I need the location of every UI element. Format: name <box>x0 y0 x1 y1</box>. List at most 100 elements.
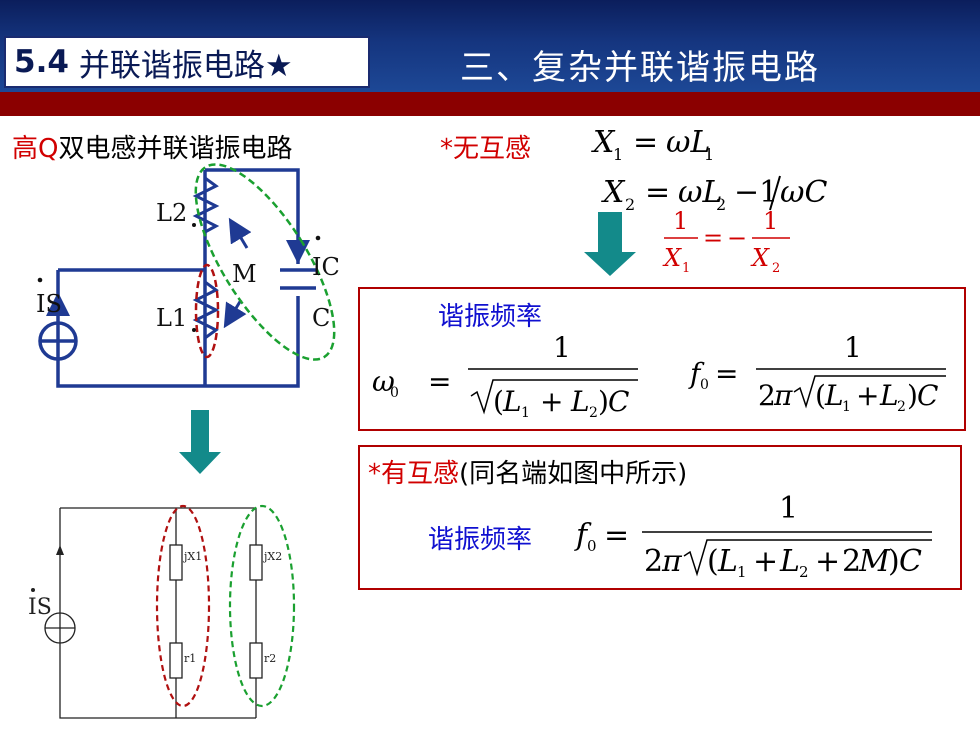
label-M: M <box>232 260 257 288</box>
box2-title-prefix: *有互感 <box>368 459 460 489</box>
label-r2: r2 <box>264 652 276 665</box>
label-L1: L1 <box>156 304 187 332</box>
current-direction-arrow-bottom <box>56 545 64 555</box>
svg-text:ωL: ωL <box>666 125 710 160</box>
inductor-L2 <box>192 176 220 234</box>
svg-text:1: 1 <box>844 331 862 364</box>
svg-text:X: X <box>591 125 616 160</box>
svg-text:0: 0 <box>587 537 597 555</box>
highlight-L1-ellipse <box>194 263 220 359</box>
formula-f0-mutual: f 0 = 1 2 π ( L 1 + L 2 + 2 M ) C <box>574 491 932 581</box>
box1-resonance-label: 谐振频率 <box>438 302 543 332</box>
label-Ic: IC <box>312 253 340 281</box>
svg-text:+: + <box>540 385 563 418</box>
down-arrow-left <box>179 410 221 474</box>
highlight-branch2-ellipse <box>228 504 296 708</box>
resonance-box-no-mutual <box>358 287 966 431</box>
svg-text:2: 2 <box>758 379 776 412</box>
circuit-bottom <box>44 507 263 719</box>
resistor-r2 <box>249 642 263 679</box>
svg-text:=: = <box>633 125 658 160</box>
box2-title-note: (同名端如图中所示) <box>459 459 688 489</box>
svg-text:0: 0 <box>700 377 709 393</box>
svg-text:L: L <box>879 379 899 412</box>
svg-text:X: X <box>662 244 682 272</box>
section-title-box: 5.4 并联谐振电路★ <box>4 36 370 88</box>
svg-text:IS: IS <box>28 595 52 620</box>
svg-text:C: C <box>608 385 629 418</box>
label-jX1: jX1 <box>182 550 202 563</box>
svg-text:1: 1 <box>737 563 747 581</box>
svg-text:−: − <box>727 224 747 252</box>
slide-title: 三、复杂并联谐振电路 <box>460 48 820 88</box>
subtitle-highlight: 高Q <box>12 134 59 164</box>
svg-text:2: 2 <box>772 261 780 276</box>
svg-text:): ) <box>888 544 900 579</box>
svg-text:=: = <box>604 518 629 553</box>
down-arrow-right <box>584 212 636 276</box>
svg-text:(: ( <box>707 544 719 579</box>
svg-text:1: 1 <box>763 207 778 235</box>
svg-text:r1: r1 <box>184 652 196 665</box>
svg-text:ωC: ωC <box>780 175 827 210</box>
svg-text:0: 0 <box>390 385 399 401</box>
equation-ratio: 1 X 1 = − 1 X 2 <box>662 207 790 276</box>
label-Is-top: IS <box>36 290 62 318</box>
highlight-branch1-ellipse <box>155 504 211 708</box>
label-Is-bottom: IS <box>28 595 52 620</box>
svg-text:2: 2 <box>644 544 663 579</box>
svg-text:(: ( <box>815 379 826 412</box>
svg-text:X: X <box>750 244 770 272</box>
label-C: C <box>312 304 330 332</box>
svg-text:1: 1 <box>553 331 571 364</box>
resistor-r1 <box>169 642 183 679</box>
svg-text:L1: L1 <box>156 304 187 332</box>
svg-text:C: C <box>917 379 938 412</box>
svg-text:X: X <box>601 175 626 210</box>
svg-text:π: π <box>773 379 793 412</box>
label-jX2: jX2 <box>262 550 282 563</box>
svg-text:ω: ω <box>372 365 395 398</box>
svg-text:2: 2 <box>897 399 906 415</box>
svg-text:L: L <box>779 544 800 579</box>
svg-text:1: 1 <box>704 145 714 164</box>
svg-text:1: 1 <box>613 145 623 164</box>
highlight-L2C-ellipse <box>194 163 336 361</box>
svg-text:=: = <box>703 224 723 252</box>
svg-text:+: + <box>856 379 879 412</box>
svg-text:1: 1 <box>521 405 530 421</box>
svg-text:+: + <box>753 544 778 579</box>
svg-text:): ) <box>907 379 918 412</box>
svg-text:L: L <box>570 385 590 418</box>
mutual-arrow-down <box>223 299 247 329</box>
svg-text:L: L <box>824 379 844 412</box>
label-L2: L2 <box>156 199 187 227</box>
svg-text:1: 1 <box>682 261 690 276</box>
svg-text:ωL: ωL <box>678 175 722 210</box>
equation-x2: X 2 = ωL 2 −1 ωC <box>601 175 827 214</box>
svg-text:jX1: jX1 <box>182 550 202 563</box>
svg-text:+: + <box>815 544 840 579</box>
svg-text:M: M <box>858 544 891 579</box>
formula-f0-no-mutual: f 0 = 1 2 π ( L 1 + L 2 ) C <box>688 331 946 415</box>
label-r1: r1 <box>184 652 196 665</box>
subtitle-text: 双电感并联谐振电路 <box>58 134 293 164</box>
impedance-jX2 <box>249 544 263 581</box>
resonance-box-mutual <box>358 445 962 590</box>
svg-text:=: = <box>715 357 738 390</box>
svg-text:C: C <box>312 304 330 332</box>
svg-text:1: 1 <box>779 491 798 526</box>
section-title: 并联谐振电路★ <box>78 47 293 84</box>
box2-resonance-label: 谐振频率 <box>428 525 533 555</box>
svg-text:IS: IS <box>36 290 62 318</box>
svg-text:1: 1 <box>673 207 688 235</box>
mutual-arrow-up <box>228 217 252 249</box>
section-number: 5.4 <box>14 44 69 80</box>
svg-text:1: 1 <box>842 399 851 415</box>
svg-text:(: ( <box>493 385 504 418</box>
svg-text:jX2: jX2 <box>262 550 282 563</box>
svg-text:2: 2 <box>716 195 726 214</box>
svg-text:π: π <box>661 544 683 579</box>
impedance-jX1 <box>169 544 183 581</box>
svg-text:L: L <box>502 385 522 418</box>
